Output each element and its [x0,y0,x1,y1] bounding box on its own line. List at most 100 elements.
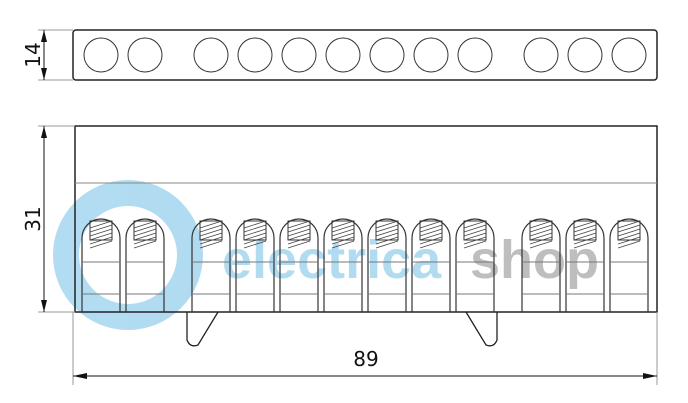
hatch-line [617,228,641,237]
hatch-line [287,224,311,233]
terminal-outline [81,218,121,312]
terminal-outline [455,218,495,312]
hatch-line [287,240,311,249]
hatch-line [529,228,553,237]
terminal-outline [279,218,319,312]
hatch-line [199,220,223,229]
hatch-line [375,240,399,249]
terminal-outline [125,218,165,312]
din-clip-left [186,311,219,347]
hatch-line [89,228,113,237]
hatch-line [243,228,267,237]
hatch-line [573,228,597,237]
hatch-line [133,228,157,237]
terminal-outline [521,218,561,312]
top-hole [457,37,493,73]
front-view-terminals [81,218,649,312]
hatch-line [243,220,267,229]
screw-hatch-box [375,220,399,241]
terminal [367,218,407,312]
hatch-line [617,240,641,249]
hatch-line [529,240,553,249]
hatch-line [463,224,487,233]
hatch-line [199,236,223,245]
terminal [411,218,451,312]
hatch-line [463,228,487,237]
hatch-line [419,224,443,233]
hatch-line [419,232,443,241]
hatch-line [89,220,113,229]
hatch-line [243,236,267,245]
screw-hatch-box [331,220,355,241]
hatch-line [89,232,113,241]
hatch-line [243,240,267,249]
hatch-line [617,224,641,233]
watermark-circle [53,180,203,330]
dimension-arrows [41,30,657,379]
hatch-line [287,232,311,241]
terminal-outline [323,218,363,312]
top-hole [369,37,405,73]
terminal [279,218,319,312]
top-hole [523,37,559,73]
hatch-line [419,240,443,249]
hatch-line [199,240,223,249]
terminal [125,218,165,312]
top-hole [237,37,273,73]
hatch-line [287,228,311,237]
dim-height-top: 14 [21,42,45,67]
hatch-line [573,236,597,245]
hatch-line [375,228,399,237]
hatch-line [573,232,597,241]
top-hole [193,37,229,73]
screw-hatch-box [529,220,553,241]
hatch-line [89,236,113,245]
watermark-logo: electrica shop [53,180,599,330]
terminal [565,218,605,312]
hatch-line [287,220,311,229]
terminal-outline [191,218,231,312]
hatch-line [331,228,355,237]
hatch-line [529,236,553,245]
hatch-line [375,236,399,245]
terminal [235,218,275,312]
hatch-line [463,240,487,249]
screw-hatch-box [89,220,113,241]
hatch-line [463,232,487,241]
hatch-line [243,224,267,233]
top-hole [83,37,119,73]
screw-hatch-box [243,220,267,241]
hatch-line [89,224,113,233]
terminal-outline [367,218,407,312]
terminal [521,218,561,312]
hatch-line [419,228,443,237]
dim-width: 89 [353,347,378,371]
hatch-line [287,236,311,245]
screw-hatch-box [573,220,597,241]
hatch-line [133,220,157,229]
hatch-line [573,224,597,233]
hatch-line [375,232,399,241]
top-hole [611,37,647,73]
top-view-holes [83,37,647,73]
terminal-outline [235,218,275,312]
hatch-line [133,240,157,249]
hatch-line [617,236,641,245]
hatch-line [375,220,399,229]
screw-hatch-box [133,220,157,241]
terminal-outline [411,218,451,312]
terminal-outline [609,218,649,312]
screw-hatch-box [617,220,641,241]
terminal [191,218,231,312]
top-hole [127,37,163,73]
dim-height-front: 31 [21,206,45,231]
hatch-line [331,240,355,249]
hatch-line [463,220,487,229]
hatch-line [331,236,355,245]
hatch-line [243,232,267,241]
top-view-body [72,29,658,81]
terminal [81,218,121,312]
hatch-line [529,224,553,233]
screw-hatch-box [463,220,487,241]
